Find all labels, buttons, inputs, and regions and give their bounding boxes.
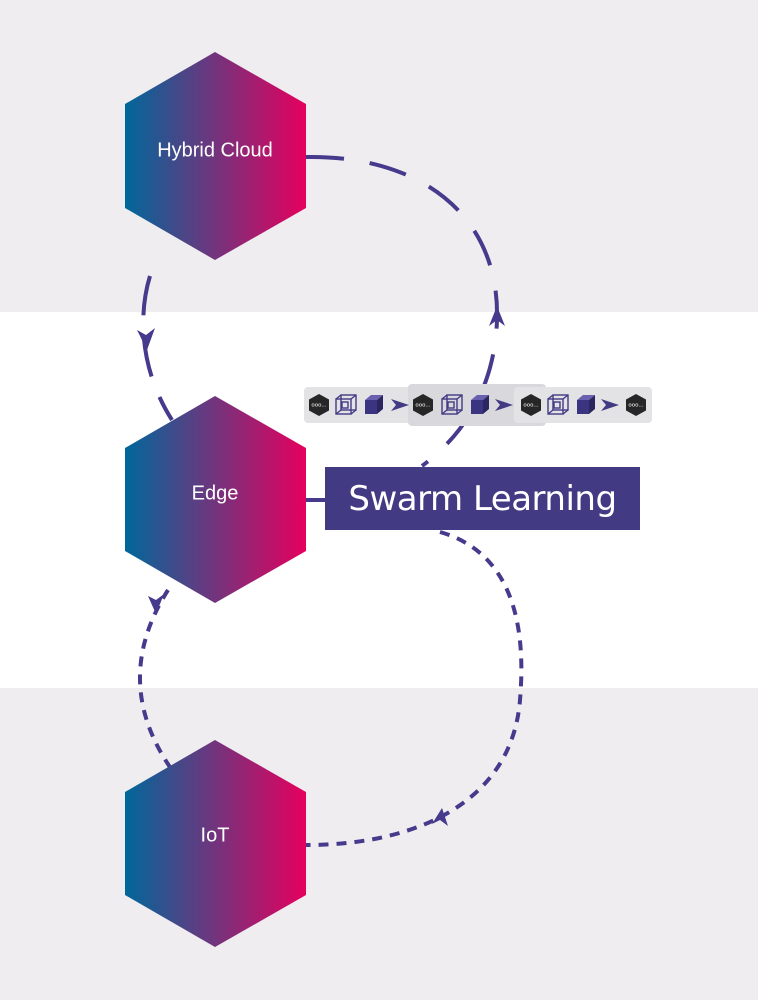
hybrid-cloud-node: Hybrid Cloud xyxy=(125,52,306,260)
node-icon: ooo... xyxy=(411,393,435,417)
node-icon: ooo... xyxy=(307,393,331,417)
iot-node: IoT xyxy=(125,740,306,947)
down-arrow-icon xyxy=(148,594,164,614)
edge-node: Edge xyxy=(125,396,306,603)
up-arrow-icon xyxy=(489,306,505,326)
cube-icon xyxy=(574,393,598,417)
cube-icon xyxy=(362,393,386,417)
node-icon-text: ooo... xyxy=(628,403,643,409)
up-arrow-icon xyxy=(432,808,448,826)
arrow-icon xyxy=(598,393,622,417)
arrow-icon xyxy=(492,393,516,417)
swarm-to-iot-path xyxy=(305,530,524,847)
hybrid-cloud-label: Hybrid Cloud xyxy=(157,139,273,161)
node-icon-text: ooo... xyxy=(415,403,430,409)
node-icon: ooo... xyxy=(519,393,543,417)
chain-icons: ooo... ooo... ooo... ooo... xyxy=(0,387,758,423)
hypercube-icon xyxy=(546,393,570,417)
hypercube-icon xyxy=(440,393,464,417)
node-icon-text: ooo... xyxy=(523,403,538,409)
hypercube-icon xyxy=(334,393,358,417)
iot-label: IoT xyxy=(201,824,230,846)
arrow-icon xyxy=(388,393,412,417)
swarm-learning-label: Swarm Learning xyxy=(325,467,640,530)
edge-label: Edge xyxy=(192,482,239,504)
node-icon-text: ooo... xyxy=(311,403,326,409)
down-arrow-icon xyxy=(137,328,155,350)
edge-to-iot-path xyxy=(138,588,174,772)
cube-icon xyxy=(468,393,492,417)
node-icon: ooo... xyxy=(624,393,648,417)
